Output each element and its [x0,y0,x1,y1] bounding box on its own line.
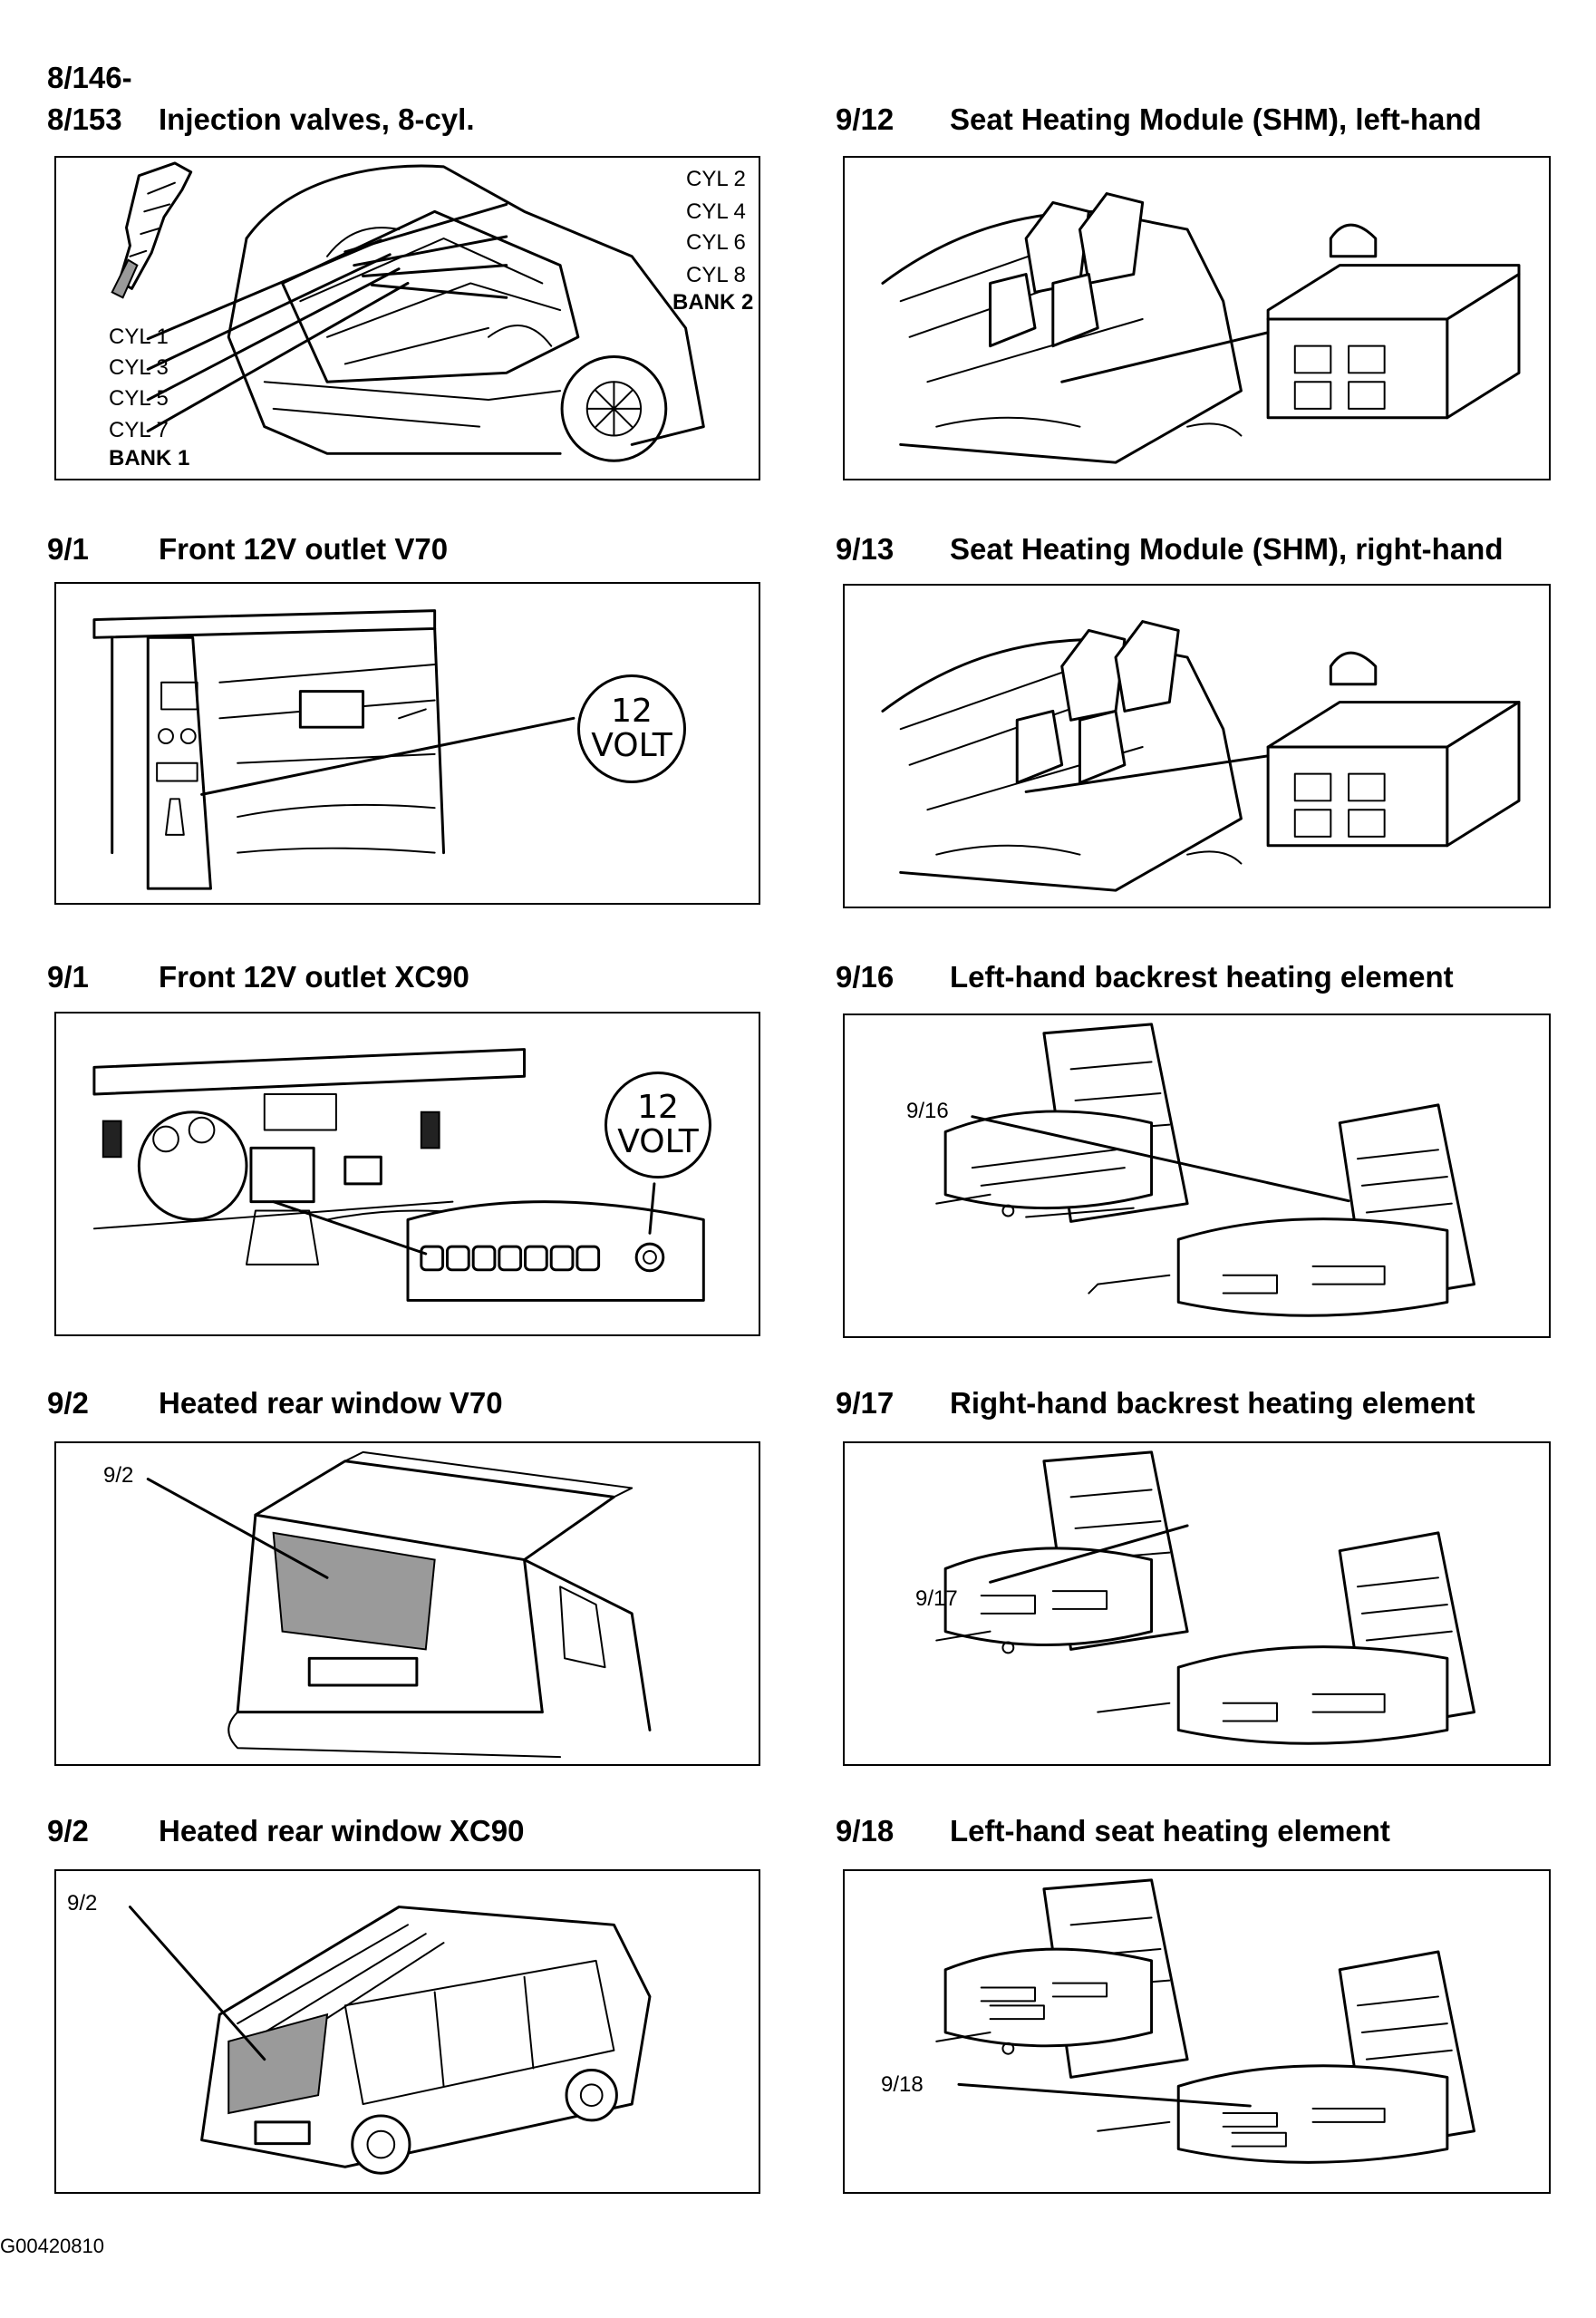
volt-number: 12 [611,693,653,730]
callout-label: 9/18 [881,2072,924,2097]
section-ref: 9/13 [836,532,895,566]
label-bank-2: BANK 2 [672,290,754,315]
label-cyl-5: CYL 5 [109,386,169,411]
dashboard-illustration [92,609,576,890]
rear-window-xc90-figure: 9/2 [54,1869,760,2194]
injection-valves-figure: CYL 2 CYL 4 CYL 6 CYL 8 BANK 2 CYL 1 CYL… [54,156,760,480]
section-ref: 9/2 [47,1814,89,1848]
injector-icon [111,161,193,299]
label-cyl-4: CYL 4 [686,199,746,224]
dashboard-illustration [92,1048,705,1302]
callout-label: 9/2 [103,1463,134,1488]
section-title: Front 12V outlet XC90 [159,960,469,994]
12-volt-symbol: 12 VOLT [577,674,686,783]
seat-heating-illustration [935,1878,1476,2164]
backrest-left-figure: 9/16 [843,1014,1551,1338]
outlet-xc90-figure: 12 VOLT [54,1012,760,1336]
seat-heating-illustration [935,1023,1476,1317]
section-title: Left-hand seat heating element [950,1814,1390,1848]
volt-number: 12 [637,1089,679,1126]
volt-word: VOLT [617,1123,699,1160]
section-title: Seat Heating Module (SHM), left-hand [950,102,1482,136]
seat-module-illustration [881,620,1521,892]
seat-module-illustration [881,192,1521,464]
seat-heating-illustration [935,1450,1476,1745]
label-cyl-6: CYL 6 [686,230,746,255]
section-title: Front 12V outlet V70 [159,532,449,566]
shm-right-figure [843,584,1551,908]
backrest-right-figure: 9/17 [843,1441,1551,1766]
callout-label: 9/16 [906,1099,949,1123]
section-ref: 9/17 [836,1386,895,1420]
seat-heating-left-figure: 9/18 [843,1869,1551,2194]
label-cyl-7: CYL 7 [109,418,169,442]
outlet-v70-figure: 12 VOLT [54,582,760,905]
label-cyl-3: CYL 3 [109,355,169,380]
section-title: Right-hand backrest heating element [950,1386,1475,1420]
label-cyl-1: CYL 1 [109,325,169,349]
section-ref: 9/1 [47,532,89,566]
section-ref: 9/1 [47,960,89,994]
section-ref-prefix: 8/146- [47,61,132,94]
callout-label: 9/17 [915,1586,958,1611]
section-ref: 9/12 [836,102,895,136]
suv-illustration [128,1906,652,2175]
section-title: Left-hand backrest heating element [950,960,1454,994]
engine-bay-illustration [111,161,705,462]
section-title: Heated rear window V70 [159,1386,503,1420]
label-cyl-2: CYL 2 [686,167,746,191]
12-volt-symbol: 12 VOLT [605,1072,711,1178]
switch-row [420,1242,665,1273]
car-rear-illustration [146,1450,652,1759]
label-bank-1: BANK 1 [109,446,190,470]
section-title: Seat Heating Module (SHM), right-hand [950,532,1504,566]
section-ref: 9/2 [47,1386,89,1420]
shm-left-figure [843,156,1551,480]
callout-label: 9/2 [67,1891,98,1916]
section-ref: 9/18 [836,1814,895,1848]
section-title: Injection valves, 8-cyl. [159,102,475,136]
label-cyl-8: CYL 8 [686,263,746,287]
section-ref: 8/153 [47,102,122,136]
volt-word: VOLT [591,727,672,764]
section-ref: 9/16 [836,960,895,994]
document-code: G00420810 [0,2235,104,2257]
section-title: Heated rear window XC90 [159,1814,525,1848]
rear-window-v70-figure: 9/2 [54,1441,760,1766]
